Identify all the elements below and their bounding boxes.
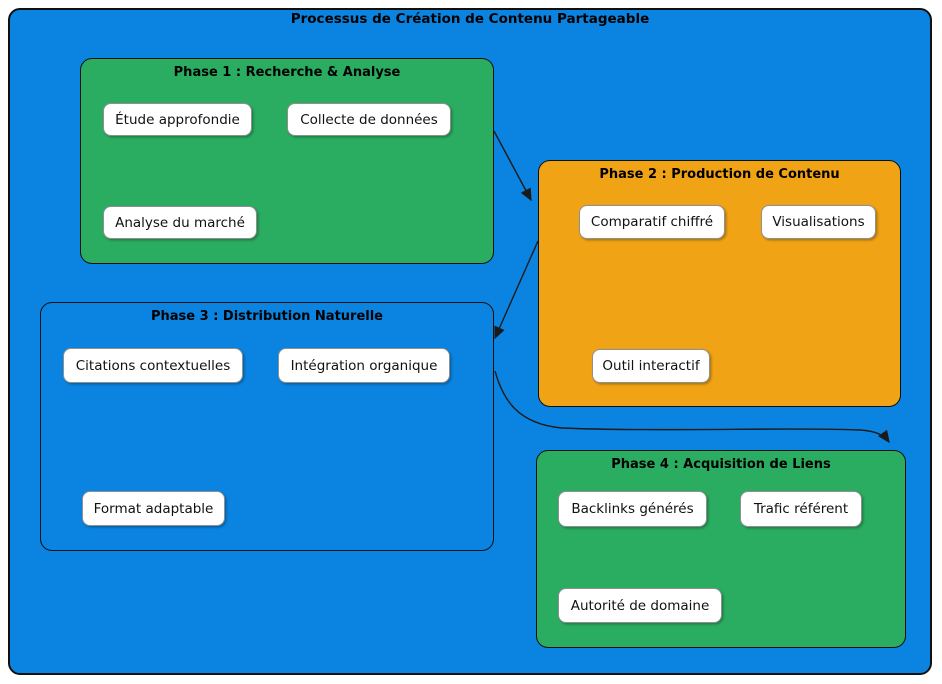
- node-integration-organique: Intégration organique: [278, 348, 450, 383]
- phase-3-box: Phase 3 : Distribution Naturelle: [40, 302, 494, 551]
- phase-1-title: Phase 1 : Recherche & Analyse: [173, 65, 401, 80]
- node-comparatif-chiffre: Comparatif chiffré: [579, 205, 725, 239]
- phase-3-title: Phase 3 : Distribution Naturelle: [150, 309, 384, 324]
- node-visualisations: Visualisations: [761, 205, 876, 239]
- node-backlinks-generes: Backlinks générés: [558, 491, 707, 527]
- phase-4-title: Phase 4 : Acquisition de Liens: [611, 457, 831, 472]
- node-trafic-referent: Trafic référent: [740, 491, 862, 527]
- node-outil-interactif: Outil interactif: [592, 349, 710, 383]
- node-collecte-de-donnees: Collecte de données: [287, 103, 451, 136]
- node-citations-contextuelles: Citations contextuelles: [63, 348, 243, 383]
- node-autorite-de-domaine: Autorité de domaine: [558, 588, 722, 623]
- diagram-title: Processus de Création de Contenu Partage…: [290, 11, 650, 27]
- node-etude-approfondie: Étude approfondie: [103, 103, 252, 136]
- node-analyse-du-marche: Analyse du marché: [103, 206, 257, 239]
- phase-2-title: Phase 2 : Production de Contenu: [599, 167, 840, 182]
- node-format-adaptable: Format adaptable: [82, 491, 225, 526]
